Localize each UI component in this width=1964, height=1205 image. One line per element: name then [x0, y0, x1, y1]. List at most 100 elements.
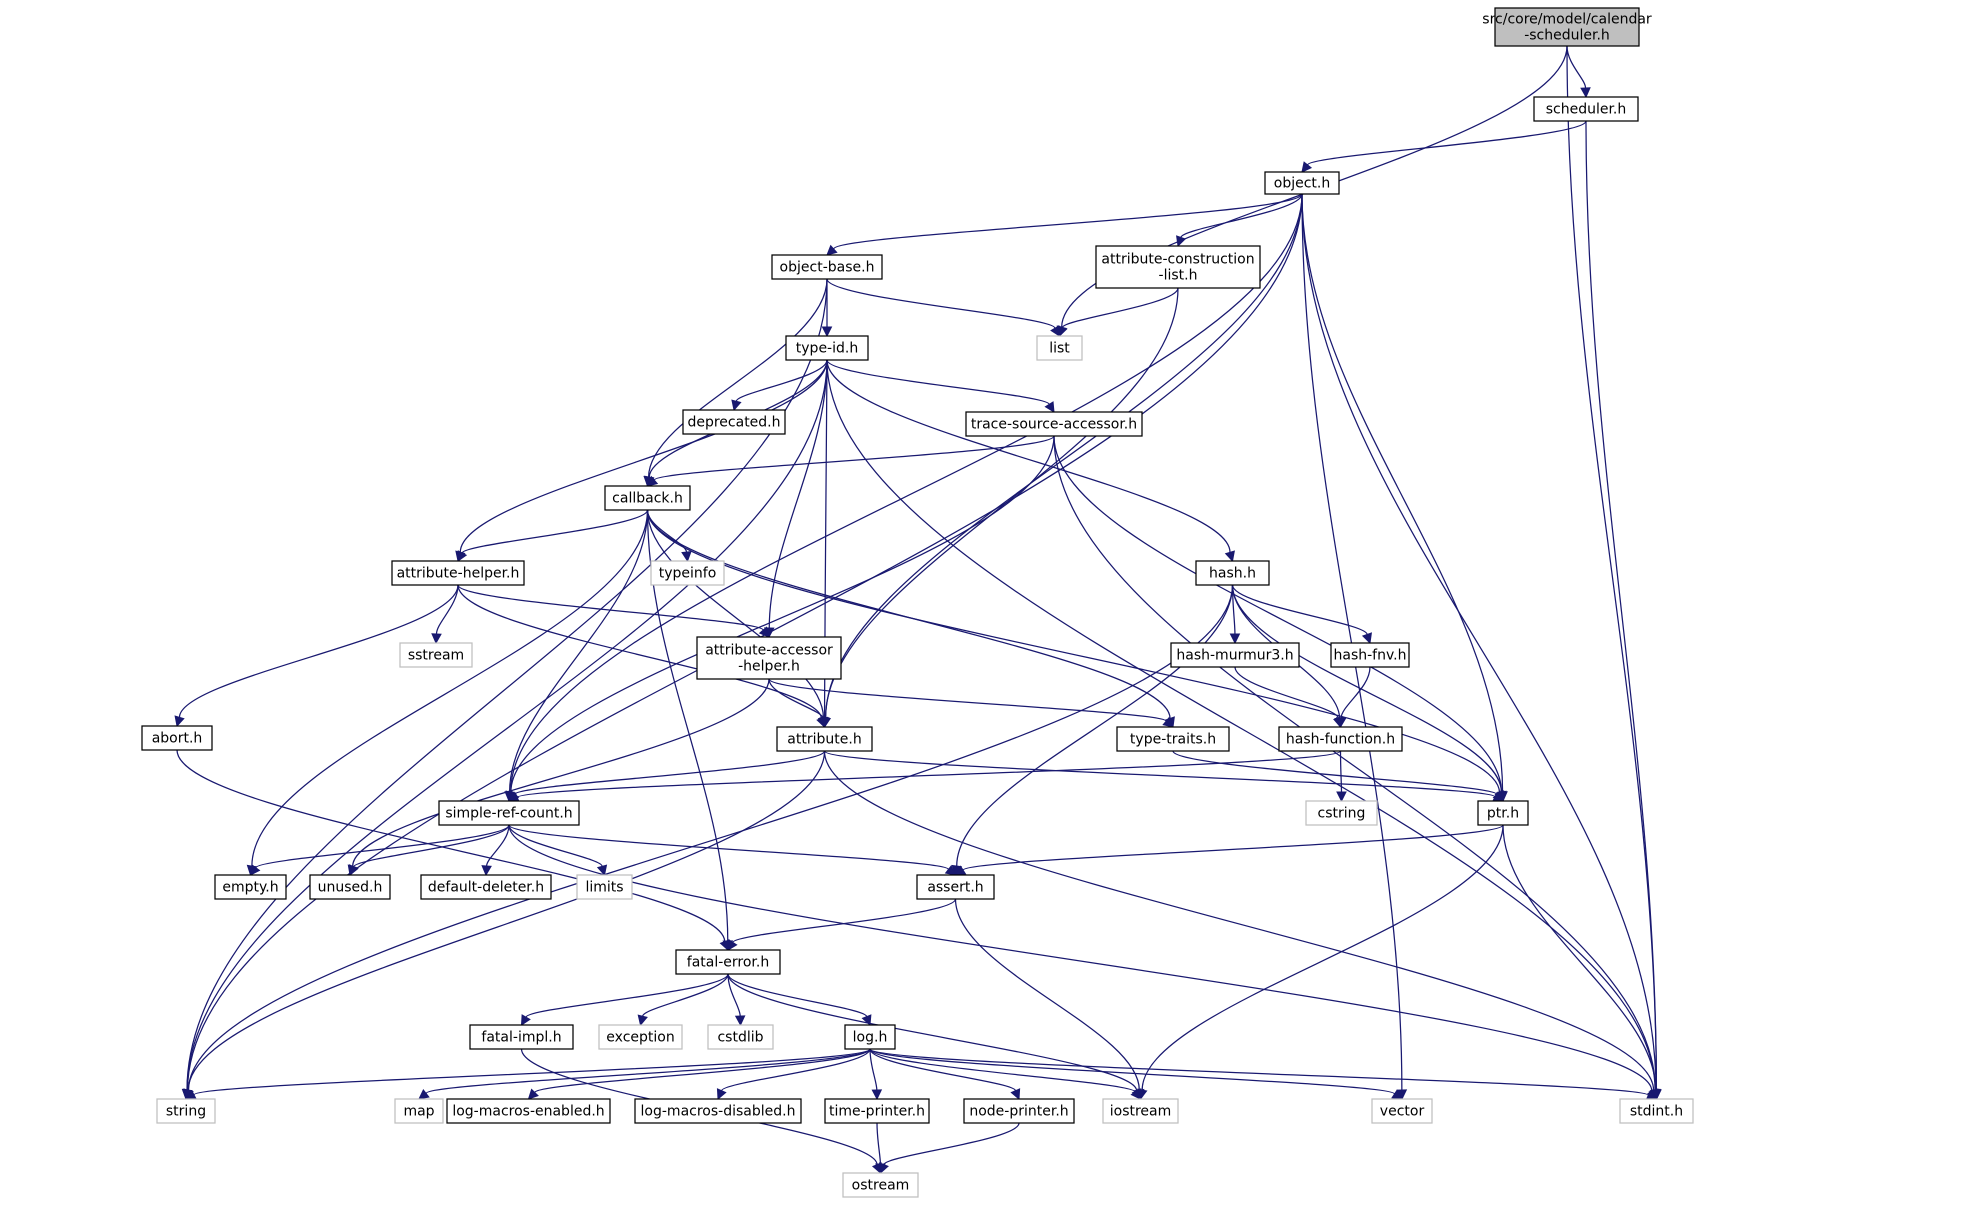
- edge-trace-source-to-callback: [646, 435, 1055, 487]
- node-label: hash-function.h: [1286, 732, 1395, 748]
- node-box: [604, 485, 691, 511]
- node-label: abort.h: [152, 731, 203, 747]
- edge-log-to-stdint: [869, 1048, 1658, 1100]
- node-simple-ref-count[interactable]: simple-ref-count.h: [438, 800, 580, 826]
- edge-log-to-log-macros-enabled: [527, 1048, 871, 1100]
- node-label: scheduler.h: [1546, 102, 1627, 118]
- node-hash-murmur3[interactable]: hash-murmur3.h: [1170, 642, 1300, 668]
- node-fatal-impl[interactable]: fatal-impl.h: [469, 1024, 574, 1050]
- edge-attr-helper-to-sstream: [431, 584, 459, 645]
- node-label: hash.h: [1209, 566, 1256, 582]
- node-ostream: ostream: [842, 1172, 919, 1198]
- node-trace-source[interactable]: trace-source-accessor.h: [965, 411, 1143, 437]
- edge-scheduler-to-object: [1301, 120, 1587, 173]
- node-label: time-printer.h: [829, 1104, 925, 1120]
- node-type-id[interactable]: type-id.h: [785, 335, 869, 361]
- node-label: object.h: [1274, 176, 1330, 192]
- node-box: [675, 949, 781, 975]
- node-attr-helper[interactable]: attribute-helper.h: [391, 560, 525, 586]
- node-attr-accessor[interactable]: attribute-accessor-helper.h: [696, 636, 842, 680]
- node-box: [682, 409, 786, 435]
- node-label: attribute-accessor: [705, 643, 833, 659]
- node-calendar-scheduler[interactable]: src/core/model/calendar-scheduler.h: [1482, 7, 1652, 47]
- node-fatal-error[interactable]: fatal-error.h: [675, 949, 781, 975]
- edge-node-printer-to-ostream: [879, 1122, 1020, 1175]
- node-ptr[interactable]: ptr.h: [1477, 800, 1529, 826]
- node-box: [1095, 245, 1261, 289]
- edge-hash-murmur3-to-hash-function: [1234, 666, 1344, 729]
- node-label: ostream: [852, 1178, 910, 1194]
- node-stdint: stdint.h: [1619, 1098, 1694, 1124]
- node-default-deleter[interactable]: default-deleter.h: [420, 874, 552, 900]
- node-box: [446, 1098, 611, 1124]
- node-label: vector: [1380, 1104, 1425, 1120]
- node-label: iostream: [1110, 1104, 1172, 1120]
- node-label: -scheduler.h: [1524, 28, 1610, 44]
- node-unused[interactable]: unused.h: [309, 874, 391, 900]
- edge-ptr-to-iostream: [1137, 824, 1504, 1101]
- node-limits: limits: [576, 874, 633, 900]
- node-label: attribute.h: [787, 732, 861, 748]
- edge-log-to-time-printer: [869, 1048, 883, 1101]
- node-box: [916, 874, 995, 900]
- edge-simple-ref-count-to-unused: [349, 824, 510, 877]
- edge-fatal-error-to-exception: [637, 973, 729, 1027]
- node-box: [1036, 335, 1083, 361]
- node-type-traits[interactable]: type-traits.h: [1116, 726, 1230, 752]
- edge-hash-to-hash-fnv: [1231, 584, 1372, 645]
- edges-layer: [174, 45, 1662, 1175]
- edge-fatal-error-to-log: [727, 973, 872, 1027]
- edge-attr-accessor-to-type-traits: [768, 678, 1174, 728]
- node-log-macros-enabled[interactable]: log-macros-enabled.h: [446, 1098, 611, 1124]
- edge-calendar-scheduler-to-stdint: [1566, 45, 1662, 1101]
- node-box: [650, 560, 725, 586]
- node-box: [399, 642, 473, 668]
- node-label: attribute-helper.h: [397, 566, 520, 582]
- edge-fatal-error-to-iostream: [727, 973, 1142, 1101]
- node-box: [1170, 642, 1300, 668]
- node-box: [1278, 726, 1403, 752]
- node-object[interactable]: object.h: [1264, 171, 1340, 195]
- node-box: [598, 1024, 683, 1050]
- edge-type-id-to-trace-source: [826, 359, 1055, 413]
- node-box: [1619, 1098, 1694, 1124]
- node-attribute[interactable]: attribute.h: [776, 726, 873, 752]
- node-log[interactable]: log.h: [844, 1024, 896, 1050]
- edge-type-id-to-attr-accessor: [763, 359, 828, 639]
- node-hash-function[interactable]: hash-function.h: [1278, 726, 1403, 752]
- node-deprecated[interactable]: deprecated.h: [682, 409, 786, 435]
- node-hash[interactable]: hash.h: [1195, 560, 1270, 586]
- node-assert[interactable]: assert.h: [916, 874, 995, 900]
- node-hash-fnv[interactable]: hash-fnv.h: [1330, 642, 1410, 668]
- edge-simple-ref-count-to-limits: [508, 824, 608, 877]
- edge-type-id-to-hash: [826, 359, 1235, 563]
- edge-object-to-ptr: [1301, 193, 1508, 803]
- node-label: limits: [585, 880, 623, 896]
- edge-attribute-to-stdint: [823, 750, 1659, 1101]
- edge-object-to-attr-construction: [1176, 193, 1303, 248]
- node-label: stdint.h: [1630, 1104, 1683, 1120]
- node-box: [156, 1098, 216, 1124]
- node-box: [1477, 800, 1529, 826]
- node-box: [824, 1098, 930, 1124]
- node-box: [391, 560, 525, 586]
- node-log-macros-disabled[interactable]: log-macros-disabled.h: [634, 1098, 802, 1124]
- node-label: -list.h: [1159, 268, 1198, 284]
- node-box: [214, 874, 287, 900]
- node-box: [438, 800, 580, 826]
- node-empty[interactable]: empty.h: [214, 874, 287, 900]
- node-attr-construction[interactable]: attribute-construction-list.h: [1095, 245, 1261, 289]
- node-callback[interactable]: callback.h: [604, 485, 691, 511]
- node-label: callback.h: [612, 491, 683, 507]
- node-node-printer[interactable]: node-printer.h: [963, 1098, 1075, 1124]
- node-box: [394, 1098, 444, 1124]
- node-box: [1305, 800, 1378, 826]
- node-object-base[interactable]: object-base.h: [771, 254, 883, 280]
- node-time-printer[interactable]: time-printer.h: [824, 1098, 930, 1124]
- node-label: -helper.h: [738, 659, 800, 675]
- node-label: cstring: [1318, 806, 1366, 822]
- node-scheduler[interactable]: scheduler.h: [1533, 96, 1639, 122]
- node-abort[interactable]: abort.h: [141, 725, 213, 751]
- node-list: list: [1036, 335, 1083, 361]
- node-label: trace-source-accessor.h: [971, 417, 1137, 433]
